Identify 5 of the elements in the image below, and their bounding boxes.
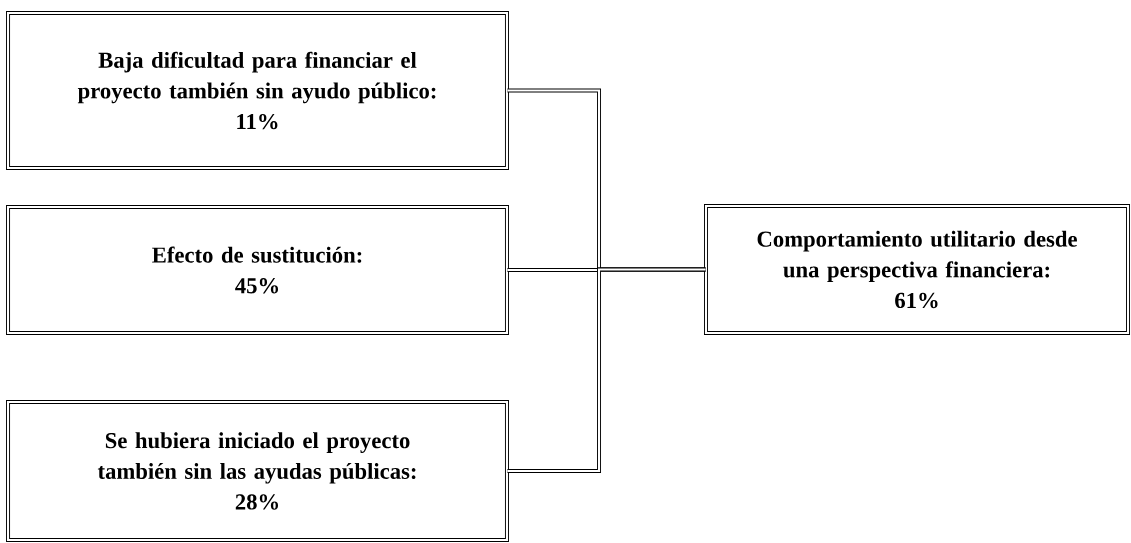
text-box: Efecto de sustitución: 45% (6, 205, 509, 335)
text-box: Comportamiento utilitario desde una perspectiva financiera: 61% (704, 204, 1130, 335)
text-box: Se hubiera iniciado el proyecto también sin las ayudas públicas: 28% (6, 400, 509, 542)
connector-line (507, 267, 706, 473)
text-box: Baja dificultad para financiar el proyecto también sin ayudo público: 11% (6, 11, 509, 170)
